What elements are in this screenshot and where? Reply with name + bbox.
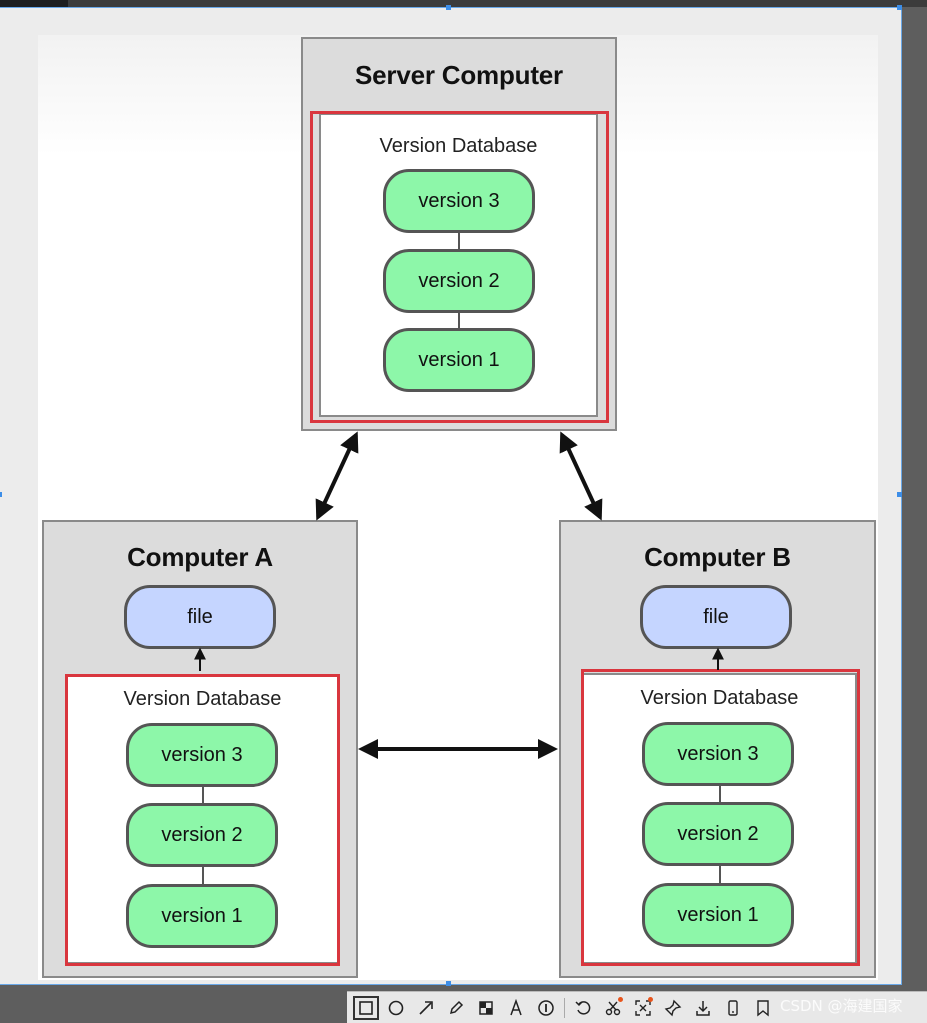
- new-badge: [618, 996, 623, 1002]
- pin-icon[interactable]: [658, 994, 688, 1022]
- capture-toolbar: [347, 991, 927, 1023]
- ellipse-icon[interactable]: [381, 994, 411, 1022]
- distributed-vcs-diagram: Server Computer Version Database version…: [38, 35, 878, 980]
- computer-b-db-title: Version Database: [640, 687, 799, 709]
- window-tab[interactable]: [0, 0, 68, 7]
- selection-handle-left[interactable]: [0, 492, 2, 497]
- mosaic-icon[interactable]: [471, 994, 501, 1022]
- computer-a-version-3: version 3: [126, 723, 278, 787]
- cut-icon[interactable]: [598, 994, 628, 1022]
- version-link: [458, 313, 460, 331]
- computer-b: Computer B file Version Database version…: [559, 520, 876, 978]
- version-link: [202, 786, 204, 806]
- version-link: [458, 233, 460, 253]
- arrow-server-to-b: [559, 431, 603, 521]
- computer-b-title: Computer B: [644, 542, 791, 572]
- server-version-2: version 2: [383, 249, 535, 313]
- new-badge: [648, 996, 653, 1002]
- download-icon[interactable]: [688, 994, 718, 1022]
- server-version-1: version 1: [383, 328, 535, 392]
- server-version-3: version 3: [383, 169, 535, 233]
- version-link: [202, 866, 204, 886]
- computer-b-version-3: version 3: [642, 722, 794, 786]
- computer-b-version-2: version 2: [642, 802, 794, 866]
- server-title: Server Computer: [355, 60, 563, 90]
- computer-a-file: file: [124, 585, 276, 649]
- computer-a-db-title: Version Database: [123, 688, 282, 710]
- computer-a-title: Computer A: [127, 542, 273, 572]
- arrow-server-to-a: [315, 431, 359, 521]
- window-top-bar: [0, 0, 927, 7]
- number-marker-icon[interactable]: [531, 994, 561, 1022]
- selection-handle-bottom[interactable]: [446, 981, 451, 986]
- arrow-icon[interactable]: [411, 994, 441, 1022]
- selection-handle-top[interactable]: [446, 5, 451, 10]
- computer-b-file: file: [640, 585, 792, 649]
- computer-a-version-database: Version Database version 3 version 2 ver…: [65, 674, 340, 964]
- computer-a: Computer A file Version Database version…: [42, 520, 358, 978]
- pen-icon[interactable]: [441, 994, 471, 1022]
- text-icon[interactable]: [501, 994, 531, 1022]
- bookmark-icon[interactable]: [748, 994, 778, 1022]
- computer-b-version-1: version 1: [642, 883, 794, 947]
- rectangle-icon[interactable]: [353, 995, 379, 1020]
- sync-arrows: [194, 431, 724, 759]
- server-version-database: Version Database version 3 version 2 ver…: [319, 113, 598, 417]
- ocr-icon[interactable]: [628, 994, 658, 1022]
- version-link: [719, 785, 721, 805]
- mobile-icon[interactable]: [718, 994, 748, 1022]
- computer-b-version-database: Version Database version 3 version 2 ver…: [582, 673, 857, 964]
- selection-handle-right[interactable]: [897, 492, 902, 497]
- version-link: [719, 865, 721, 885]
- computer-a-version-2: version 2: [126, 803, 278, 867]
- toolbar-separator: [564, 997, 565, 1018]
- server-db-title: Version Database: [379, 135, 538, 157]
- computer-a-version-1: version 1: [126, 884, 278, 948]
- watermark: CSDN @海建国家: [780, 997, 903, 1015]
- selection-handle-top-right[interactable]: [897, 5, 902, 10]
- undo-icon[interactable]: [568, 994, 598, 1022]
